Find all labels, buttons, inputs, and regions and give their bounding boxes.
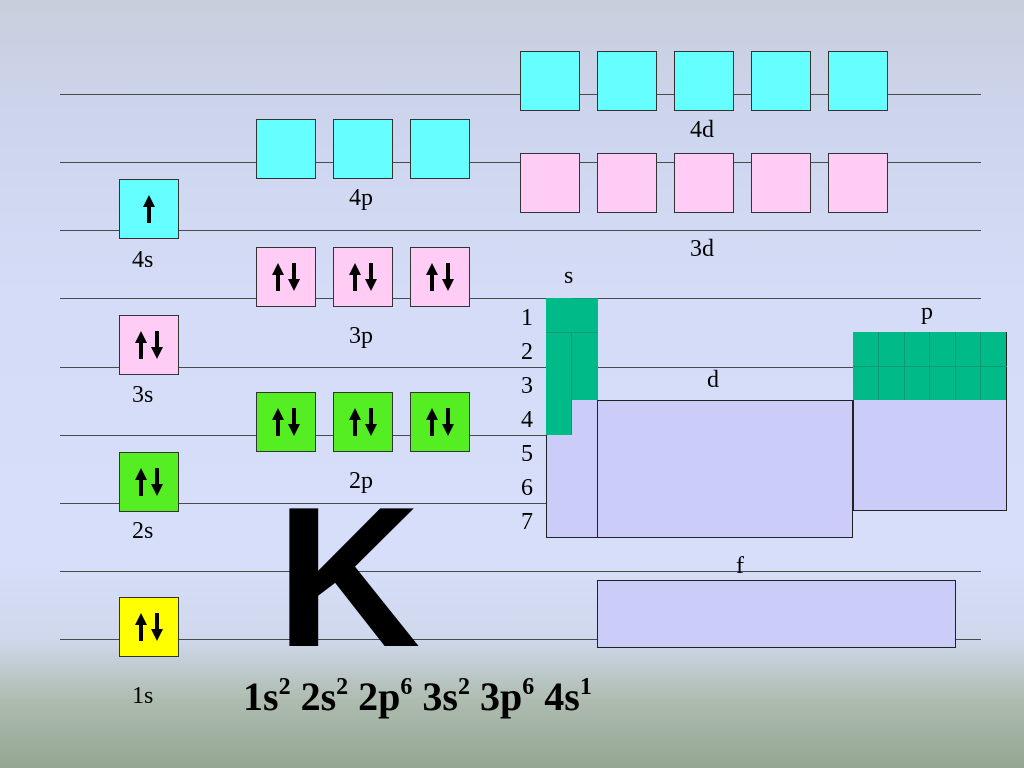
orbital-label: 2p [349, 468, 373, 494]
spin-down-arrow-icon [288, 263, 300, 291]
orbital-box [751, 153, 811, 213]
s-block-divider [571, 332, 572, 435]
energy-line [60, 367, 981, 368]
p-block-label: p [921, 299, 933, 325]
spin-up-arrow-icon [272, 263, 284, 291]
orbital-label: 3p [349, 323, 373, 349]
orbital-box [597, 153, 657, 213]
electron-count: 6 [400, 674, 413, 700]
d-block [597, 400, 853, 538]
spin-down-arrow-icon [442, 408, 454, 436]
configuration-term: 3s2 [422, 674, 470, 719]
p-block-divider [853, 366, 1007, 367]
orbital-box [828, 51, 888, 111]
spin-up-arrow-icon [135, 468, 147, 496]
s-block-divider [546, 332, 598, 333]
orbital-box [256, 119, 316, 179]
spin-down-arrow-icon [288, 408, 300, 436]
orbital-box [410, 119, 470, 179]
orbital-box [520, 153, 580, 213]
orbital-label: 2s [132, 518, 154, 544]
orbital-box [751, 51, 811, 111]
electron-count: 1 [579, 674, 592, 700]
energy-line [60, 503, 981, 504]
spin-down-arrow-icon [365, 408, 377, 436]
element-symbol: K [276, 466, 421, 689]
electron-count: 2 [457, 674, 470, 700]
f-block [597, 580, 956, 648]
orbital-box [333, 392, 393, 452]
orbital-box [597, 51, 657, 111]
spin-up-arrow-icon [135, 613, 147, 641]
spin-up-arrow-icon [426, 408, 438, 436]
electron-count: 6 [522, 674, 535, 700]
orbital-box [119, 452, 179, 512]
d-block-label: d [707, 367, 719, 393]
orbital-box [828, 153, 888, 213]
energy-line [60, 230, 981, 231]
spin-up-arrow-icon [426, 263, 438, 291]
energy-line [60, 639, 981, 640]
electron-configuration: 1s2 2s2 2p6 3s2 3p6 4s1 [243, 675, 592, 717]
period-number: 2 [521, 339, 533, 365]
s-block-filled [572, 298, 598, 400]
orbital-box [674, 51, 734, 111]
orbital-label: 4s [132, 247, 154, 273]
spin-down-arrow-icon [442, 263, 454, 291]
configuration-term: 2s2 [300, 674, 349, 719]
spin-up-arrow-icon [143, 195, 155, 223]
spin-up-arrow-icon [272, 408, 284, 436]
energy-line [60, 435, 981, 436]
period-number: 3 [521, 373, 533, 399]
orbital-box [256, 392, 316, 452]
orbital-box [333, 119, 393, 179]
spin-up-arrow-icon [349, 263, 361, 291]
configuration-term: 1s2 [243, 674, 291, 719]
f-block-label: f [736, 553, 744, 579]
spin-down-arrow-icon [151, 331, 163, 359]
electron-count: 2 [336, 674, 349, 700]
orbital-box [119, 315, 179, 375]
spin-up-arrow-icon [349, 408, 361, 436]
orbital-label: 3d [690, 236, 714, 262]
period-number: 4 [521, 407, 533, 433]
orbital-label: 4p [349, 185, 373, 211]
configuration-term: 4s1 [544, 674, 592, 719]
orbital-label: 1s [132, 683, 154, 709]
orbital-label: 3s [132, 382, 154, 408]
orbital-box [256, 247, 316, 307]
period-number: 1 [521, 305, 533, 331]
orbital-box [410, 247, 470, 307]
period-number: 6 [521, 475, 533, 501]
orbital-box [119, 597, 179, 657]
orbital-box [520, 51, 580, 111]
spin-down-arrow-icon [151, 468, 163, 496]
orbital-box [674, 153, 734, 213]
orbital-box [119, 179, 179, 239]
period-number: 5 [521, 441, 533, 467]
spin-down-arrow-icon [365, 263, 377, 291]
s-block-label: s [564, 263, 574, 289]
spin-up-arrow-icon [135, 331, 147, 359]
configuration-term: 3p6 [479, 674, 535, 719]
configuration-term: 2p6 [358, 674, 413, 719]
orbital-label: 4d [690, 117, 714, 143]
orbital-box [333, 247, 393, 307]
period-number: 7 [521, 509, 533, 535]
s-block-filled [546, 298, 572, 435]
electron-count: 2 [278, 674, 291, 700]
orbital-box [410, 392, 470, 452]
energy-line [60, 298, 981, 299]
spin-down-arrow-icon [151, 613, 163, 641]
energy-line [60, 571, 981, 572]
